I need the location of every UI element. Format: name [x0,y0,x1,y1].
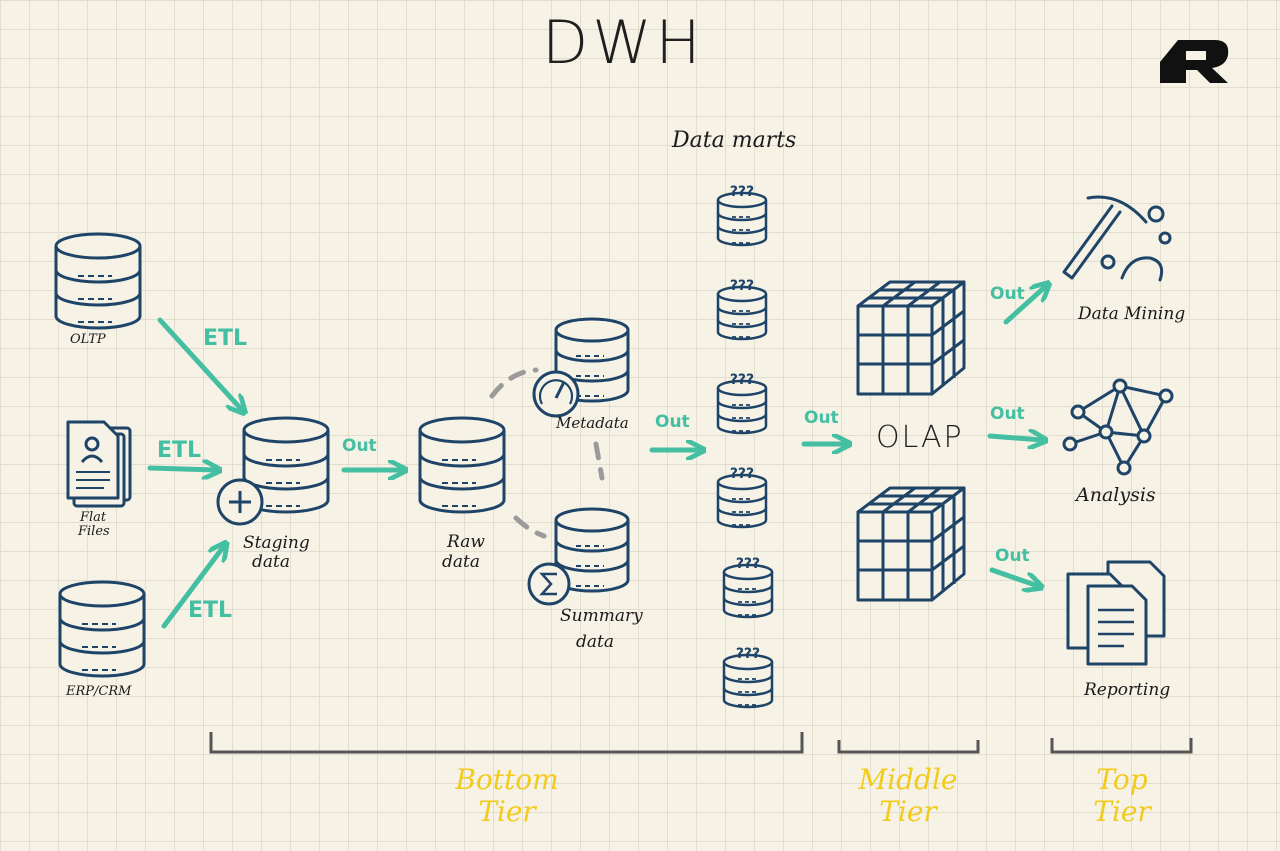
etl-label: ETL [203,326,248,351]
raw-data-database-icon [418,416,506,514]
mart-symbol: ??? [730,184,754,200]
flat-files-icon [66,420,132,508]
mart-symbol: ??? [736,646,760,662]
top-tier-label: Top Tier [1072,764,1172,828]
mart-symbol: ??? [730,466,754,482]
out-label: Out [990,404,1025,424]
erp-label: ERP/CRM [66,684,132,699]
middle-tier-line: Middle [858,763,958,796]
olap-cube-icon [856,280,966,396]
mart-symbol: ??? [730,372,754,388]
tier-brackets [209,732,1193,754]
data-mining-label: Data Mining [1078,304,1186,324]
middle-tier-label: Middle Tier [852,764,964,828]
etl-label: ETL [157,438,202,463]
mart-symbol: ??? [736,556,760,572]
oltp-database-icon [54,232,142,330]
flat-files-label: Flat [80,510,107,525]
pickaxe-icon [1062,195,1172,282]
metadata-label: Metadata [556,414,629,432]
oltp-label: OLTP [70,332,106,347]
data-marts [716,191,774,709]
out-label: Out [995,546,1030,566]
out-label: Out [804,408,839,428]
gauge-icon [532,370,580,418]
flat-files-label: Files [78,524,110,539]
network-icon [1062,378,1174,476]
bottom-tier-line: Tier [478,795,536,828]
top-tier-line: Top [1096,763,1148,796]
etl-label: ETL [188,598,233,623]
data-marts-label: Data marts [672,128,797,153]
out-label: Out [990,284,1025,304]
raw-data-label: Raw [447,532,485,552]
olap-label: OLAP [876,420,964,455]
bottom-tier-line: Bottom [455,763,559,796]
sigma-icon [527,562,571,606]
summary-label: Summary [560,606,643,626]
brand-logo [1160,40,1229,83]
reporting-label: Reporting [1084,680,1171,700]
metadata-links [489,367,605,539]
staging-label: data [252,552,290,572]
out-label: Out [342,436,377,456]
mart-symbol: ??? [730,278,754,294]
middle-tier-line: Tier [879,795,937,828]
analysis-label: Analysis [1076,484,1156,506]
flow-arrows [147,286,1046,629]
plus-icon [216,478,264,526]
staging-label: Staging [243,533,310,553]
page-title: DWH [542,8,705,78]
olap-cube-icon [856,486,966,602]
out-label: Out [655,412,690,432]
reports-icon [1066,560,1166,666]
summary-label: data [576,632,614,652]
erp-database-icon [58,580,146,678]
top-tier-line: Tier [1093,795,1151,828]
bottom-tier-label: Bottom Tier [452,764,562,828]
raw-data-label: data [442,552,480,572]
